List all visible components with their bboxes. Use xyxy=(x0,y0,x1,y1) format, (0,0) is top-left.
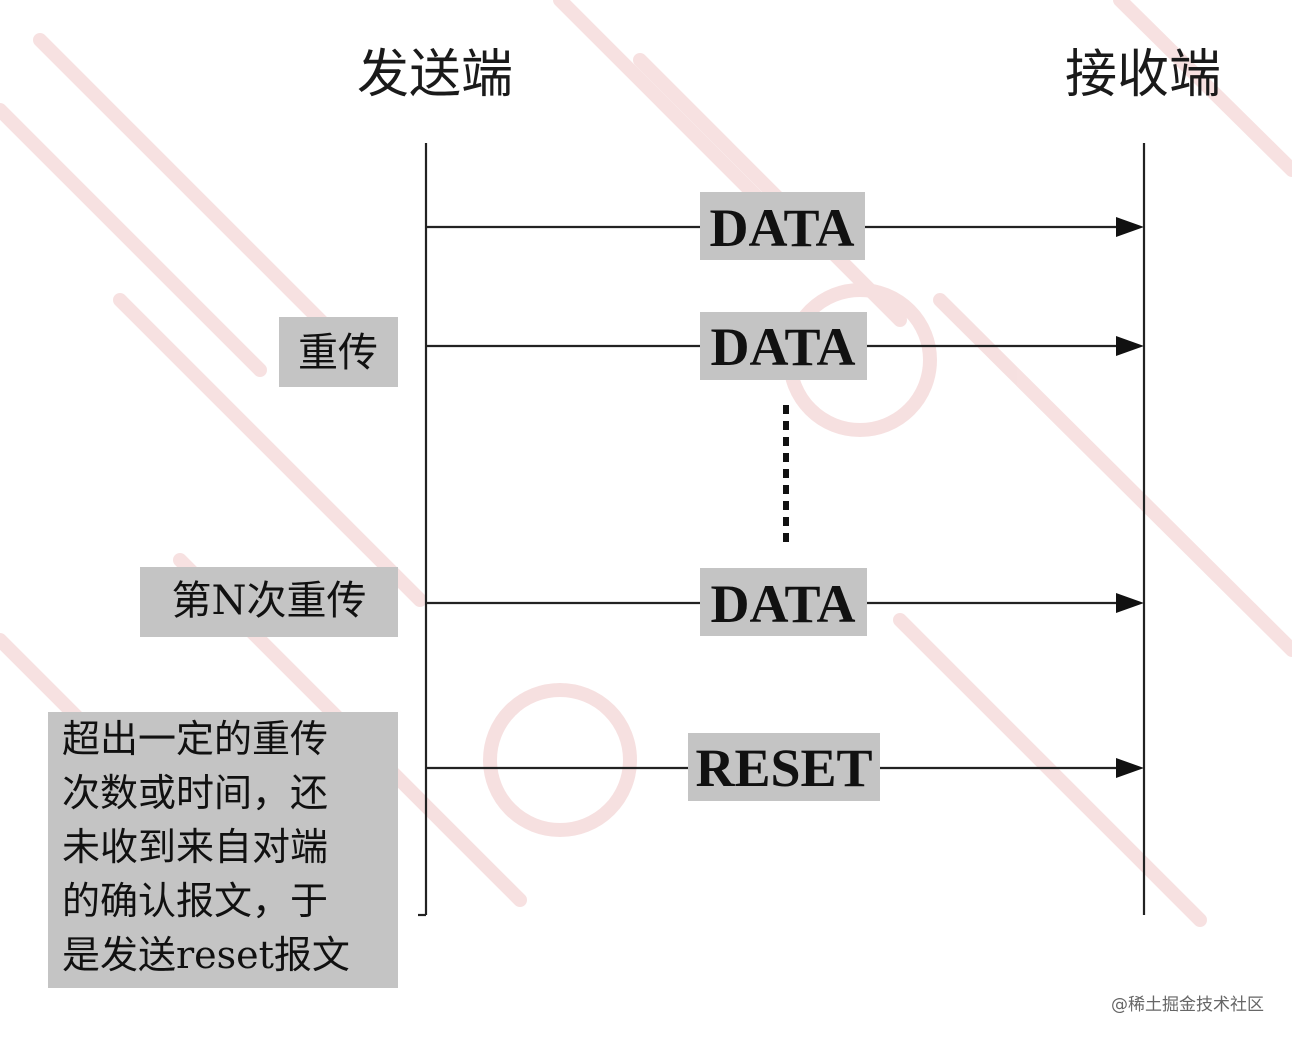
receiver-title: 接收端 xyxy=(1065,45,1221,105)
message-label: DATA xyxy=(711,574,856,634)
note-line-1: 超出一定的重传 xyxy=(62,717,328,761)
arrowhead xyxy=(1116,593,1144,613)
message-label-box xyxy=(700,192,865,260)
arrowhead xyxy=(1116,758,1144,778)
message-arrow-1: DATA xyxy=(426,192,1144,260)
message-arrow-3: 第N次重传 DATA xyxy=(140,567,1144,637)
sender-title: 发送端 xyxy=(357,45,513,105)
note-line-5: 是发送reset报文 xyxy=(62,933,350,977)
message-label-box xyxy=(700,312,867,380)
side-label-nth-retransmit: 第N次重传 xyxy=(172,578,367,624)
message-label-box xyxy=(700,568,867,636)
reset-note: 超出一定的重传 次数或时间，还 未收到来自对端 的确认报文，于 是发送reset… xyxy=(48,712,398,988)
arrowhead xyxy=(1116,336,1144,356)
note-box xyxy=(48,712,398,988)
side-label-box xyxy=(279,317,398,387)
site-credit: @稀土掘金技术社区 xyxy=(1111,995,1264,1015)
note-line-3: 未收到来自对端 xyxy=(62,825,328,869)
message-arrow-2: 重传 DATA xyxy=(279,312,1144,387)
note-line-4: 的确认报文，于 xyxy=(62,879,328,923)
message-label: DATA xyxy=(711,317,856,377)
message-label: DATA xyxy=(710,198,855,258)
message-label: RESET xyxy=(695,738,872,798)
message-arrow-4: RESET xyxy=(426,733,1144,801)
message-label-box xyxy=(688,733,880,801)
arrowhead xyxy=(1116,217,1144,237)
side-label-retransmit: 重传 xyxy=(298,330,378,376)
note-line-2: 次数或时间，还 xyxy=(62,771,328,815)
side-label-box xyxy=(140,567,398,637)
